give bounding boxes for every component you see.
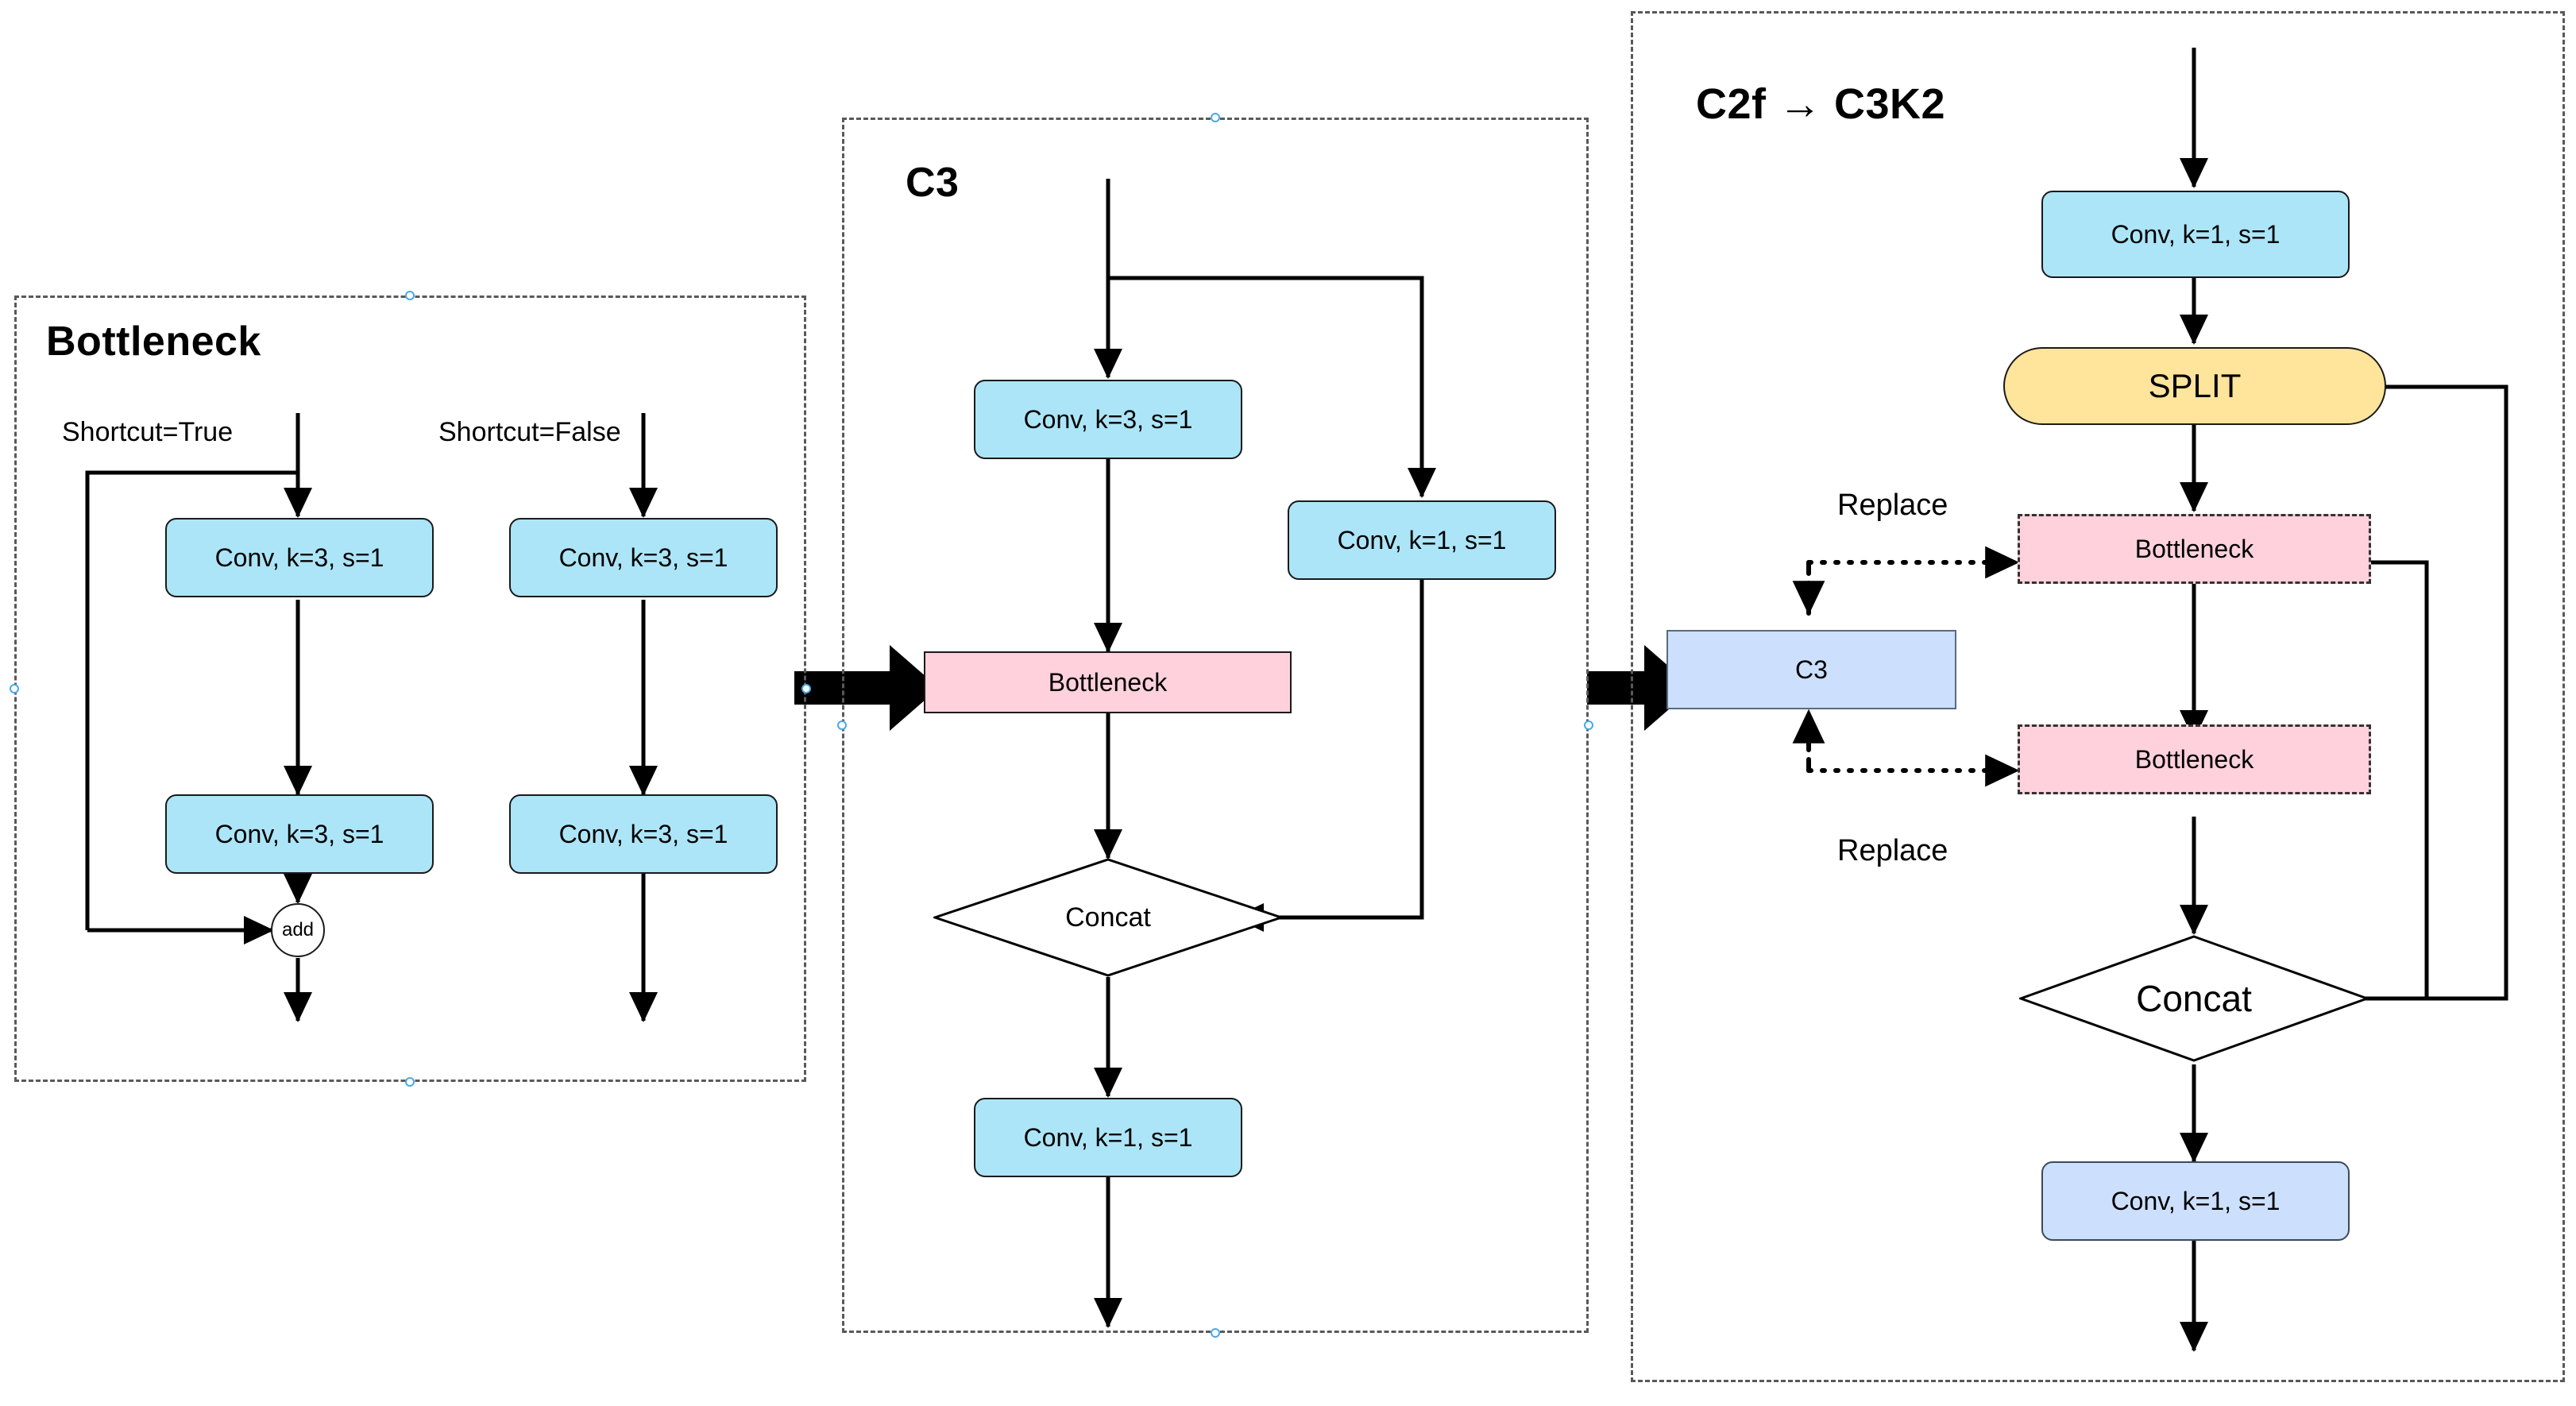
c3k2-conv-k1-out[interactable]: Conv, k=1, s=1	[2041, 1161, 2350, 1241]
c3k2-bottleneck-2[interactable]: Bottleneck	[2018, 724, 2371, 794]
panel-handle-c3-left[interactable]	[837, 720, 847, 730]
c3k2-conv-k1-in[interactable]: Conv, k=1, s=1	[2041, 191, 2350, 278]
panel-handle-c3-top[interactable]	[1211, 113, 1220, 122]
panel-handle-bottleneck-bottom[interactable]	[405, 1077, 415, 1087]
panel-bottleneck-title: Bottleneck	[46, 319, 261, 365]
c3-bottleneck[interactable]: Bottleneck	[924, 651, 1292, 713]
label-replace-bottom: Replace	[1837, 834, 1948, 867]
c3k2-split-node[interactable]: SPLIT	[2003, 347, 2386, 425]
bottleneck-true-conv-1[interactable]: Conv, k=3, s=1	[165, 518, 434, 597]
panel-handle-c3-bottom[interactable]	[1211, 1328, 1220, 1338]
c3k2-concat-node[interactable]: Concat	[2019, 935, 2369, 1062]
panel-handle-bottleneck-left[interactable]	[10, 684, 19, 693]
c3-conv-k3[interactable]: Conv, k=3, s=1	[974, 380, 1242, 459]
bottleneck-add-node[interactable]: add	[271, 903, 325, 957]
panel-handle-bottleneck-right[interactable]	[801, 684, 811, 693]
c3-concat-node[interactable]: Concat	[933, 858, 1283, 977]
panel-bottleneck	[14, 295, 806, 1082]
label-shortcut-true: Shortcut=True	[62, 417, 234, 447]
panel-handle-bottleneck-top[interactable]	[405, 291, 415, 300]
c3k2-c3-reference[interactable]: C3	[1666, 630, 1956, 709]
panel-c3-title: C3	[906, 160, 960, 206]
c3-conv-k1-branch[interactable]: Conv, k=1, s=1	[1288, 500, 1556, 580]
label-shortcut-false: Shortcut=False	[438, 417, 621, 447]
bottleneck-true-conv-2[interactable]: Conv, k=3, s=1	[165, 794, 434, 874]
label-replace-top: Replace	[1837, 489, 1948, 522]
panel-c3k2-title: C2f → C3K2	[1696, 80, 1946, 128]
c3-conv-k1-out[interactable]: Conv, k=1, s=1	[974, 1098, 1242, 1177]
c3k2-bottleneck-1[interactable]: Bottleneck	[2018, 514, 2371, 584]
panel-handle-c3-right[interactable]	[1584, 720, 1593, 730]
bottleneck-false-conv-1[interactable]: Conv, k=3, s=1	[509, 518, 778, 597]
panel-c3k2	[1631, 11, 2565, 1382]
bottleneck-false-conv-2[interactable]: Conv, k=3, s=1	[509, 794, 778, 874]
